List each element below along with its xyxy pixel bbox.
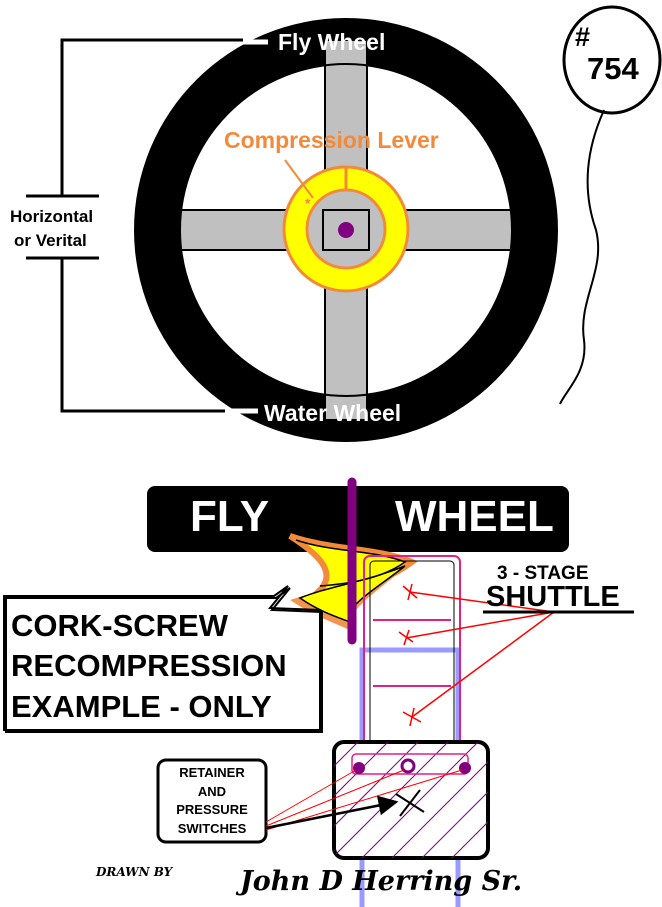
compression-lever-label: Compression Lever xyxy=(224,127,439,153)
retainer-housing xyxy=(332,740,490,860)
water-wheel-label: Water Wheel xyxy=(264,400,401,426)
switch-bolt-left xyxy=(353,762,365,774)
hub-dot xyxy=(338,222,354,238)
retainer-line2: AND xyxy=(198,784,226,799)
retainer-callout-box xyxy=(156,758,268,844)
retainer-line3: PRESSURE xyxy=(176,802,248,817)
corkscrew-callout xyxy=(3,585,323,733)
retainer-arrow xyxy=(265,795,399,830)
corkscrew-line2: RECOMPRESSION xyxy=(11,648,287,683)
retainer-line1: RETAINER xyxy=(179,765,245,780)
corkscrew-line3: EXAMPLE - ONLY xyxy=(11,689,272,724)
fly-wheel-label: Fly Wheel xyxy=(278,29,385,55)
switch-bolt-right xyxy=(459,762,471,774)
orientation-bracket xyxy=(26,38,243,413)
fly-bar-label: FLY xyxy=(190,492,269,541)
switch-bolt-center xyxy=(400,758,416,774)
orientation-label-line1: Horizontal xyxy=(10,207,93,226)
shuttle-frame xyxy=(363,555,461,767)
fly-wheel-bar xyxy=(147,486,569,552)
badge-number: 754 xyxy=(587,51,639,86)
badge-hash: # xyxy=(575,22,590,52)
shuttle-label: SHUTTLE xyxy=(486,581,620,613)
retainer-line4: SWITCHES xyxy=(178,821,247,836)
stage-label: 3 - STAGE xyxy=(497,563,589,584)
shuttle-stage-marks xyxy=(398,583,555,727)
retainer-pointer-lines xyxy=(265,769,463,831)
wheel-assembly: * xyxy=(134,18,558,442)
wheel-bar-label: WHEEL xyxy=(395,492,554,541)
svg-text:*: * xyxy=(305,195,311,211)
number-badge xyxy=(559,5,662,405)
corkscrew-line1: CORK-SCREW xyxy=(11,608,229,643)
compression-lever-pointer xyxy=(284,159,314,199)
drawn-by-label: DRAWN BY xyxy=(95,865,174,879)
orientation-label-line2: or Verital xyxy=(14,231,87,250)
author-signature: John D Herring Sr. xyxy=(235,866,522,897)
